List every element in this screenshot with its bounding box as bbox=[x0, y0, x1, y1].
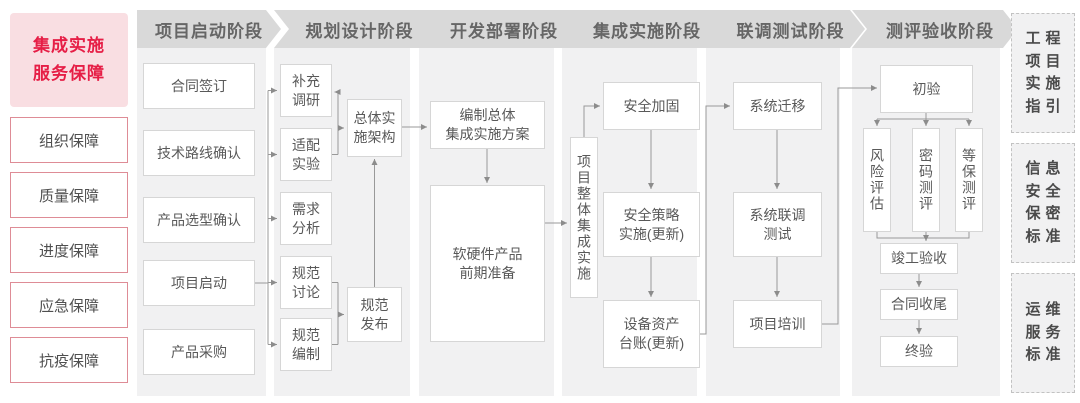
box-system-migration: 系统迁移 bbox=[733, 82, 822, 130]
box-overall-impl-architecture: 总体实 施架构 bbox=[347, 99, 402, 157]
box-system-joint-debug: 系统联调 测试 bbox=[733, 192, 822, 257]
stage-header-planning-design: 规划设计阶段 bbox=[274, 10, 435, 48]
stage-header-integration: 集成实施阶段 bbox=[562, 10, 722, 48]
stage-header-joint-testing: 联调测试阶段 bbox=[706, 10, 865, 48]
box-crypto-evaluation: 密码测评 bbox=[912, 128, 940, 232]
box-spec-release: 规范 发布 bbox=[347, 287, 402, 342]
box-risk-assessment: 风险评估 bbox=[863, 128, 891, 232]
box-tech-route-confirm: 技术路线确认 bbox=[143, 130, 255, 176]
box-product-procurement: 产品采购 bbox=[143, 329, 255, 375]
box-product-selection-confirm: 产品选型确认 bbox=[143, 197, 255, 243]
stage-header-project-kickoff: 项目启动阶段 bbox=[137, 10, 281, 48]
box-security-policy-impl: 安全策略 实施(更新) bbox=[603, 192, 700, 257]
assurance-item-quality: 质量保障 bbox=[10, 172, 128, 218]
assurance-item-organization: 组织保障 bbox=[10, 117, 128, 163]
box-requirement-analysis: 需求 分析 bbox=[280, 192, 332, 245]
standard-project-impl-guide: 工程 项目 实施 指引 bbox=[1011, 13, 1075, 133]
standard-ops-service: 运维 服务 标准 bbox=[1011, 273, 1075, 393]
box-contract-signing: 合同签订 bbox=[143, 63, 255, 109]
assurance-item-emergency: 应急保障 bbox=[10, 282, 128, 328]
box-supplementary-research: 补充 调研 bbox=[280, 64, 332, 117]
box-final-acceptance: 终验 bbox=[880, 336, 958, 367]
box-overall-integration-impl: 项目整体集成实施 bbox=[570, 137, 598, 298]
box-completion-acceptance: 竣工验收 bbox=[880, 243, 958, 274]
diagram-title: 集成实施 服务保障 bbox=[10, 13, 128, 107]
box-initial-acceptance: 初验 bbox=[880, 65, 973, 113]
box-project-kickoff: 项目启动 bbox=[143, 260, 255, 306]
box-contract-closure: 合同收尾 bbox=[880, 289, 958, 320]
box-classified-protection-eval: 等保测评 bbox=[955, 128, 983, 232]
box-project-training: 项目培训 bbox=[733, 300, 822, 348]
stage-header-evaluation-accept: 测评验收阶段 bbox=[852, 10, 1018, 48]
box-security-hardening: 安全加固 bbox=[603, 82, 700, 130]
box-hw-sw-preparation: 软硬件产品 前期准备 bbox=[430, 185, 545, 342]
assurance-item-schedule: 进度保障 bbox=[10, 227, 128, 273]
box-compile-integration-plan: 编制总体 集成实施方案 bbox=[430, 101, 545, 149]
standard-infosec-confidential: 信息 安全 保密 标准 bbox=[1011, 143, 1075, 263]
box-spec-drafting: 规范 编制 bbox=[280, 318, 332, 371]
box-adaptation-experiment: 适配 实验 bbox=[280, 128, 332, 181]
box-equipment-asset-ledger: 设备资产 台账(更新) bbox=[603, 300, 700, 368]
box-spec-discussion: 规范 讨论 bbox=[280, 256, 332, 309]
assurance-item-epidemic: 抗疫保障 bbox=[10, 337, 128, 383]
stage-header-dev-deployment: 开发部署阶段 bbox=[419, 10, 579, 48]
